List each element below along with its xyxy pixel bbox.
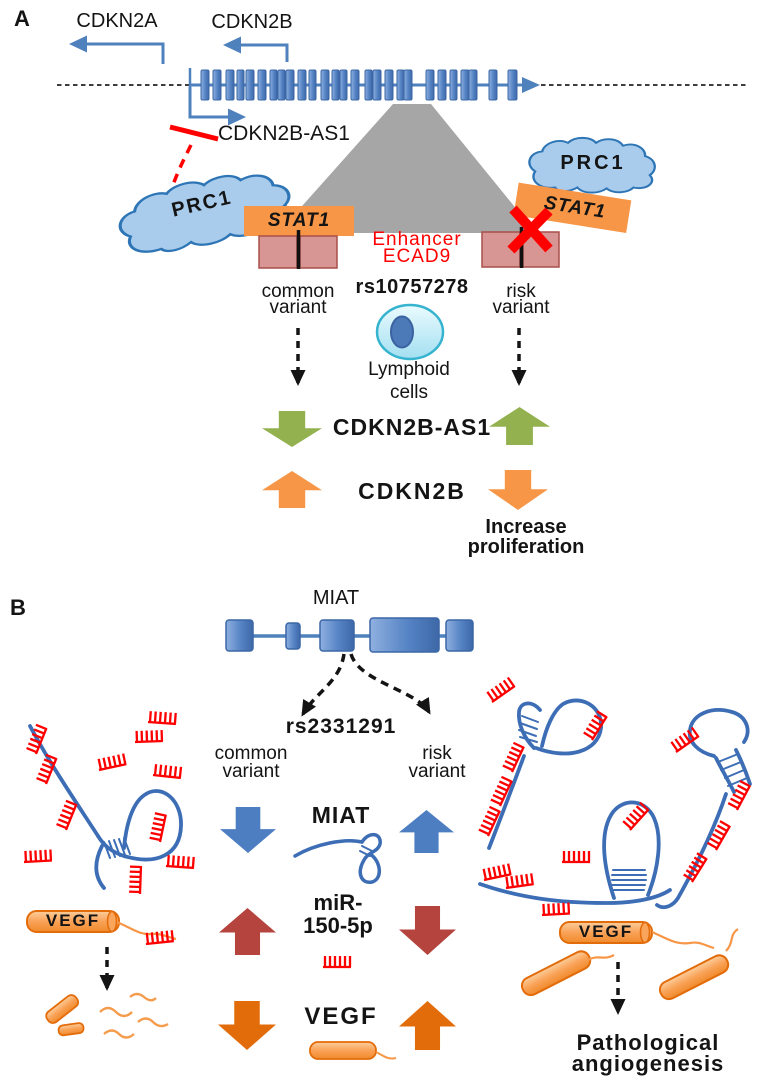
miat-gene-label: MIAT [312, 587, 360, 609]
snp-split-arrows [301, 653, 431, 717]
row-miat-label: MIAT [311, 802, 371, 828]
chromatin-loop-triangle [278, 104, 536, 233]
vegf-mrna-left-icon [26, 910, 177, 946]
snp-b-label: rs2331291 [285, 715, 397, 738]
miat-transcript-left [28, 724, 183, 890]
mirna-combs-left [22, 709, 196, 896]
pathological-angiogenesis-label: Pathological angiogenesis [571, 1030, 725, 1076]
miat-gene-structure [225, 617, 474, 653]
mir150-comb-icon [321, 954, 353, 969]
repression-line [169, 124, 219, 186]
vegf-fragments [45, 992, 169, 1039]
common-variant-a-label: common variant [261, 281, 335, 318]
miat-transcripts-right [478, 698, 752, 910]
snp-a-label: rs10757278 [355, 276, 469, 298]
miat-rna-icon [293, 832, 382, 884]
blocked-binding-x-icon [507, 205, 553, 254]
stat1-left-label: STAT1 [267, 210, 331, 231]
cdkn2a-gene-label: CDKN2A [76, 10, 158, 32]
panel-a-gene-locus [57, 68, 748, 102]
row-cdkn2b-as1-label: CDKN2B-AS1 [332, 414, 492, 440]
row-mir150-label: miR- 150-5p [303, 890, 373, 938]
stat1-box-right [513, 182, 632, 234]
cdkn2b-as1-gene-label: CDKN2B-AS1 [218, 122, 350, 145]
enhancer-box-left [258, 230, 338, 269]
row-cdkn2b-label: CDKN2B [358, 478, 466, 504]
panel-a-label: A [14, 6, 30, 31]
vegf-mrna-center-icon [309, 1041, 397, 1060]
common-variant-b-label: common variant [214, 743, 288, 782]
cdkn2b-gene-label: CDKN2B [211, 11, 293, 33]
increase-proliferation-label: Increase proliferation [467, 516, 585, 558]
lymphoid-cells-label: Lymphoid cells [368, 359, 450, 403]
risk-variant-a-label: risk variant [492, 281, 550, 318]
cdkn2b-transcription-arrow [223, 36, 289, 62]
vegf-mrna-right-icons [520, 921, 739, 1001]
prc1-right-label: PRC1 [560, 152, 626, 174]
vegf-left-label: VEGF [45, 911, 101, 930]
cdkn2a-transcription-arrow [69, 35, 165, 64]
panel-b-label: B [10, 595, 26, 620]
enhancer-label: Enhancer ECAD9 [372, 229, 462, 267]
row-vegf-label: VEGF [304, 1003, 378, 1030]
cdkn2b-as1-transcription-arrow [188, 87, 246, 126]
vegf-right-label: VEGF [578, 922, 634, 941]
lymphoid-cell-icon [375, 303, 445, 361]
risk-variant-b-label: risk variant [408, 743, 466, 782]
